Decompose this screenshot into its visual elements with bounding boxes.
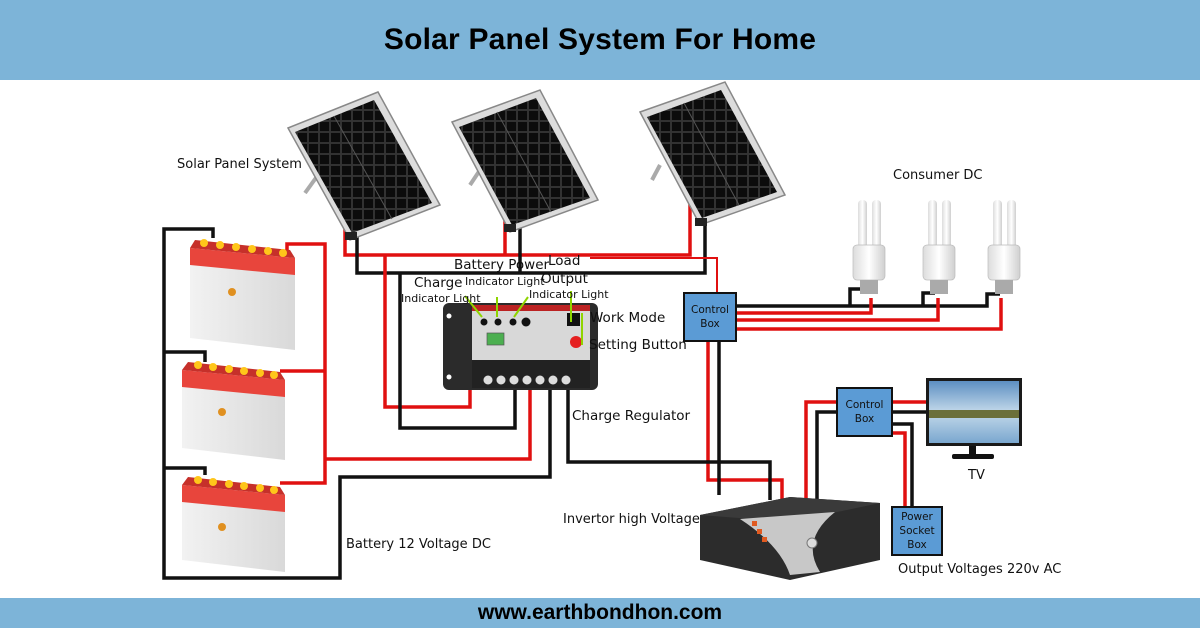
battery-1 — [190, 239, 295, 350]
label-consumer-dc: Consumer DC — [893, 168, 983, 183]
label-output-voltages: Output Voltages 220v AC — [898, 562, 1062, 577]
solar-panel-3 — [638, 81, 787, 226]
site-url[interactable]: www.earthbondhon.com — [477, 601, 723, 624]
label-work-mode: Work Mode — [590, 310, 666, 326]
label-output-indicator-light: Indicator Light — [529, 288, 609, 301]
label-battery-indicator-light: Indicator Light — [465, 275, 545, 288]
solar-panel-1 — [286, 91, 442, 241]
label-output: Output — [541, 271, 588, 287]
battery-wires — [162, 227, 552, 580]
label-setting-button: Setting Button — [589, 337, 687, 353]
panel-negative-bus — [355, 205, 707, 275]
page-title: Solar Panel System For Home — [383, 23, 817, 56]
label-solar-panel-system: Solar Panel System — [177, 157, 302, 172]
indicator-pointer-lines — [464, 291, 583, 345]
label-load: Load — [548, 253, 581, 269]
label-charge-indicator-light: Indicator Light — [401, 292, 481, 305]
battery-3 — [182, 476, 285, 572]
bulb-2 — [922, 200, 956, 294]
controller-pv-negative — [398, 274, 517, 430]
label-invertor: Invertor high Voltage — [563, 512, 700, 527]
footer-band: www.earthbondhon.com — [0, 598, 1200, 628]
ac-wires — [804, 400, 928, 508]
label-tv: TV — [968, 468, 985, 483]
bulb-wires — [737, 287, 1003, 331]
battery-2 — [182, 361, 285, 460]
label-charge-regulator: Charge Regulator — [572, 408, 691, 424]
solar-panel-2 — [450, 89, 600, 233]
control-box-ac: Control Box — [836, 387, 893, 437]
invertor — [700, 497, 880, 580]
label-charge: Charge — [414, 275, 463, 291]
header-band: Solar Panel System For Home — [0, 0, 1200, 80]
power-socket-box: Power Socket Box — [891, 506, 943, 556]
label-battery-power: Battery Power — [454, 257, 550, 273]
charge-controller — [443, 291, 598, 390]
label-battery: Battery 12 Voltage DC — [346, 537, 491, 552]
bulb-1 — [852, 200, 886, 294]
load-wires — [566, 257, 784, 500]
controller-pv-positive — [383, 256, 472, 409]
bulb-3 — [987, 200, 1021, 294]
tv — [926, 378, 1022, 459]
control-box-dc: Control Box — [683, 292, 737, 342]
